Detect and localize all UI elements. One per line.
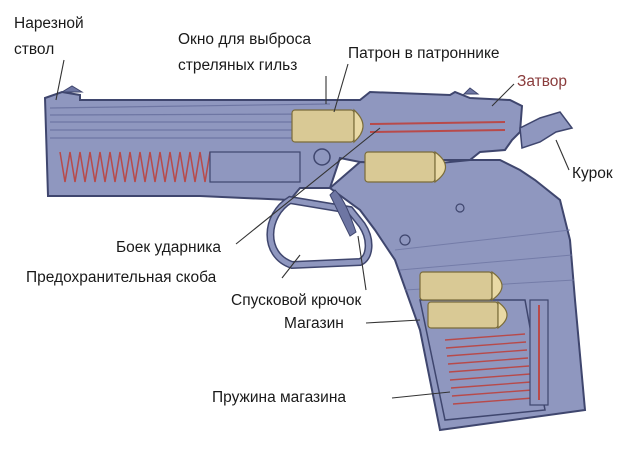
label-ejection-line2: стреляных гильз [178,57,298,74]
label-magazine: Магазин [284,315,344,332]
label-firing-pin: Боек ударника [116,239,221,256]
magazine-spring [444,333,534,405]
leader-slide [491,83,515,107]
slide-stop-pin [313,148,331,166]
label-slide: Затвор [517,73,568,90]
label-hammer: Курок [572,165,613,182]
recoil-spring [59,151,211,183]
leader-magazine [365,319,421,324]
leader-trigger-guard [281,254,301,279]
leader-magazine-spring [391,391,451,399]
leader-firing-pin [235,127,381,245]
slide [43,85,524,202]
label-barrel-line1: Нарезной [14,15,84,32]
leader-hammer [555,139,570,171]
label-magazine-spring: Пружина магазина [212,389,347,406]
label-trigger-guard: Предохранительная скоба [26,269,217,286]
label-chambered-cartridge: Патрон в патроннике [348,45,500,62]
cartridge-chambered [291,108,364,144]
cartridge-magazine-lower [419,270,508,330]
label-ejection-line1: Окно для выброса [178,31,311,48]
leader-lines [55,59,570,399]
label-barrel-line2: ствол [14,41,55,58]
leader-barrel [55,59,65,101]
leader-trigger [357,235,367,291]
cartridge-magazine-top [364,150,447,184]
hammer [519,111,574,150]
label-trigger: Спусковой крючок [231,292,362,309]
leader-chambered [333,63,349,113]
